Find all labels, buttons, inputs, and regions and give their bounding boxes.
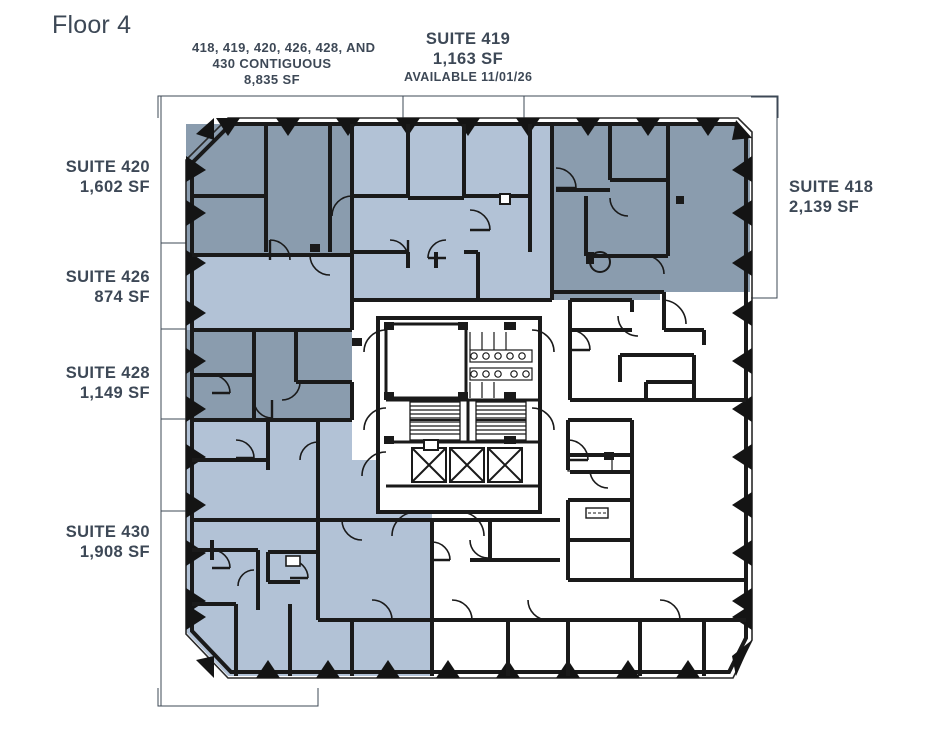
suite-fills [186, 124, 750, 676]
door-swings [211, 167, 687, 621]
callout-suite-430: SUITE 430 1,908 SF [0, 522, 150, 563]
fixture-block [586, 252, 594, 264]
fixture-block [310, 244, 320, 252]
plan-leader-lines [157, 95, 779, 707]
callout-line: AVAILABLE 11/01/26 [404, 69, 533, 84]
fill-suite-430-mid [186, 460, 432, 530]
callout-contiguous: 418, 419, 420, 426, 428, AND 430 CONTIGU… [192, 40, 376, 88]
callout-line: SUITE 419 [425, 30, 511, 48]
page-title: Floor 4 [52, 11, 132, 39]
fill-suite-426 [186, 255, 352, 330]
stair-right [475, 401, 527, 441]
callout-suite-419: SUITE 419 1,163 SF AVAILABLE 11/01/26 [404, 29, 532, 85]
fixture-block [423, 439, 439, 451]
callout-suite-418: SUITE 418 2,139 SF [789, 177, 929, 218]
fixture-block [352, 338, 362, 346]
fill-suite-420-chamfer [186, 124, 228, 200]
fixture-block [604, 452, 614, 460]
callout-line: 1,149 SF [79, 384, 150, 403]
callout-line: 430 CONTIGUOUS [212, 56, 332, 72]
callout-line: 1,602 SF [79, 178, 150, 197]
callout-line: 8,835 SF [244, 72, 300, 88]
callout-line: 2,139 SF [789, 198, 860, 217]
shell-inner [190, 122, 748, 674]
fixture-block [285, 555, 301, 567]
mullions-chamfer-br [732, 604, 752, 676]
callout-line: SUITE 418 [789, 178, 874, 196]
window-mullion-markers [186, 118, 752, 678]
mullions-chamfer-bl [186, 604, 214, 678]
mullions-chamfer-tr [732, 120, 752, 182]
callout-line: 874 SF [94, 288, 150, 307]
callout-suite-426: SUITE 426 874 SF [0, 267, 150, 308]
callout-suite-428: SUITE 428 1,149 SF [0, 363, 150, 404]
fixture-block [499, 193, 511, 205]
door-leafs [212, 186, 590, 580]
callout-suite-420: SUITE 420 1,602 SF [0, 157, 150, 198]
callout-line: SUITE 426 [65, 268, 150, 286]
fixture-block [676, 196, 684, 204]
callout-line: SUITE 420 [65, 158, 150, 176]
mullions-chamfer-tl [186, 118, 214, 182]
callout-line: 1,908 SF [79, 543, 150, 562]
callout-line: SUITE 428 [65, 364, 150, 382]
restroom-fixtures [469, 332, 533, 398]
fill-suite-418 [552, 124, 750, 300]
callout-line: 418, 419, 420, 426, 428, AND [192, 40, 376, 55]
callout-line: SUITE 430 [65, 523, 150, 541]
fixture-block [567, 454, 613, 472]
fixtures [285, 193, 684, 567]
building-core [376, 316, 542, 514]
mullions-left [186, 200, 206, 614]
fixture-block [585, 507, 609, 519]
fill-suite-419 [352, 124, 552, 300]
callout-line: 1,163 SF [432, 50, 504, 69]
